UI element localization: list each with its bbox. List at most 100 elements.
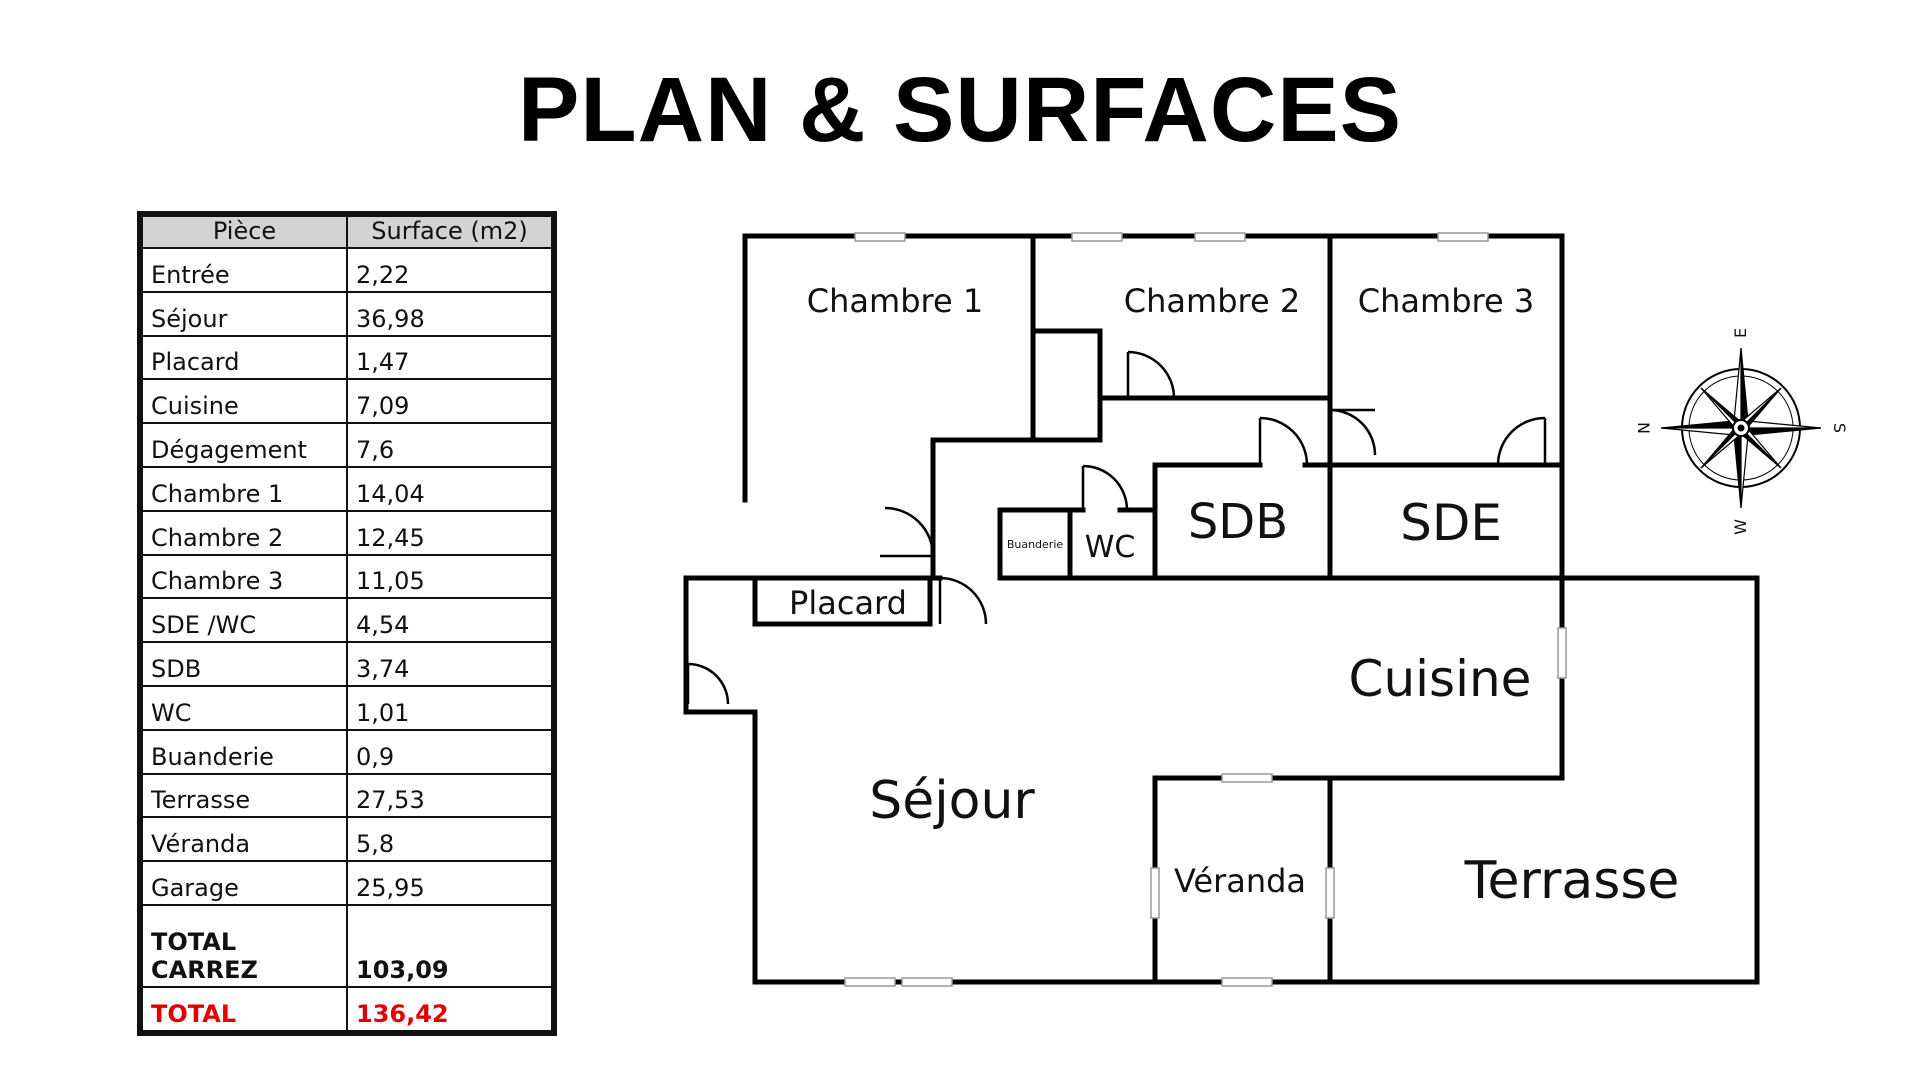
compass-north: N	[1634, 422, 1653, 434]
cell-area: 27,53	[346, 772, 553, 819]
table-header-row: Pièce Surface (m2)	[141, 215, 553, 249]
window-veranda-west	[1150, 867, 1160, 919]
cell-room: Cuisine	[141, 378, 348, 425]
cell-area: 103,09	[346, 903, 553, 989]
window-kitchen	[1557, 627, 1567, 679]
cell-room: WC	[141, 684, 348, 731]
label-wc: WC	[1085, 530, 1136, 565]
cell-room: Séjour	[141, 290, 348, 337]
door-entry	[686, 662, 730, 705]
cell-area: 11,05	[346, 553, 553, 600]
cell-area: 1,47	[346, 334, 553, 381]
label-cuisine: Cuisine	[1349, 650, 1532, 708]
page-title: PLAN & SURFACES	[518, 59, 1402, 161]
cell-room: Placard	[141, 334, 348, 381]
cell-area: 2,22	[346, 247, 553, 293]
door-wc	[1081, 464, 1129, 511]
window-veranda-top	[1221, 773, 1273, 783]
window-bedroom2-b	[1194, 232, 1246, 242]
window-veranda-east	[1325, 867, 1335, 919]
compass-rose-icon: E S W N	[1634, 328, 1849, 535]
header-area: Surface (m2)	[346, 215, 553, 249]
door-sde	[1496, 416, 1547, 466]
cell-area: 0,9	[346, 728, 553, 775]
wall-east	[1327, 575, 1760, 985]
compass-west: W	[1731, 519, 1750, 535]
door-sdb	[1258, 416, 1309, 466]
label-sejour: Séjour	[869, 771, 1035, 831]
cell-area: 1,01	[346, 684, 553, 731]
cell-area: 5,8	[346, 816, 553, 863]
cell-room: SDB	[141, 641, 348, 687]
cell-room: TOTAL CARREZ	[141, 903, 348, 989]
label-veranda: Véranda	[1174, 862, 1306, 900]
window-bedroom3	[1437, 232, 1489, 242]
cell-room: Chambre 2	[141, 509, 348, 556]
cell-area: 12,45	[346, 509, 553, 556]
compass-east: E	[1731, 328, 1750, 338]
cell-area: 25,95	[346, 860, 553, 906]
door-bedroom3	[1329, 408, 1377, 456]
room-labels: Chambre 1 Chambre 2 Chambre 3 SDB SDE WC…	[789, 282, 1679, 911]
cell-room: Chambre 3	[141, 553, 348, 600]
cell-room: Garage	[141, 860, 348, 906]
cell-room: Véranda	[141, 816, 348, 863]
cell-room: Chambre 1	[141, 465, 348, 512]
window-living-b	[901, 977, 953, 987]
cell-room: TOTAL	[141, 986, 348, 1032]
wall-south	[683, 709, 1333, 985]
label-sdb: SDB	[1188, 494, 1288, 550]
label-chambre-2: Chambre 2	[1124, 282, 1300, 320]
doors	[686, 350, 1547, 705]
door-placard	[938, 576, 988, 625]
label-chambre-3: Chambre 3	[1358, 282, 1534, 320]
window-bedroom1	[854, 232, 906, 242]
cell-room: Terrasse	[141, 772, 348, 819]
windows	[844, 232, 1567, 987]
cell-area: 14,04	[346, 465, 553, 512]
cell-room: Buanderie	[141, 728, 348, 775]
cell-area: 7,09	[346, 378, 553, 425]
wall-north	[742, 233, 1565, 581]
door-bedroom1	[880, 506, 935, 558]
cell-area: 3,74	[346, 641, 553, 687]
cell-room: SDE /WC	[141, 597, 348, 644]
cell-area: 36,98	[346, 290, 553, 337]
label-chambre-1: Chambre 1	[807, 282, 983, 320]
window-veranda-bottom	[1221, 977, 1273, 987]
label-terrasse: Terrasse	[1464, 851, 1680, 911]
wall-cupboard	[930, 328, 1103, 581]
compass-south: S	[1830, 423, 1849, 433]
wall-west	[683, 575, 751, 703]
label-sde: SDE	[1400, 494, 1502, 552]
window-bedroom2-a	[1071, 232, 1123, 242]
label-buanderie: Buanderie	[1007, 538, 1064, 551]
wall-sdb	[1152, 462, 1263, 581]
label-placard: Placard	[789, 584, 907, 622]
cell-room: Entrée	[141, 247, 348, 293]
door-bedroom2	[1126, 350, 1176, 399]
window-living-a	[844, 977, 896, 987]
cell-area: 4,54	[346, 597, 553, 644]
cell-room: Dégagement	[141, 422, 348, 468]
cell-area: 136,42	[346, 986, 553, 1032]
